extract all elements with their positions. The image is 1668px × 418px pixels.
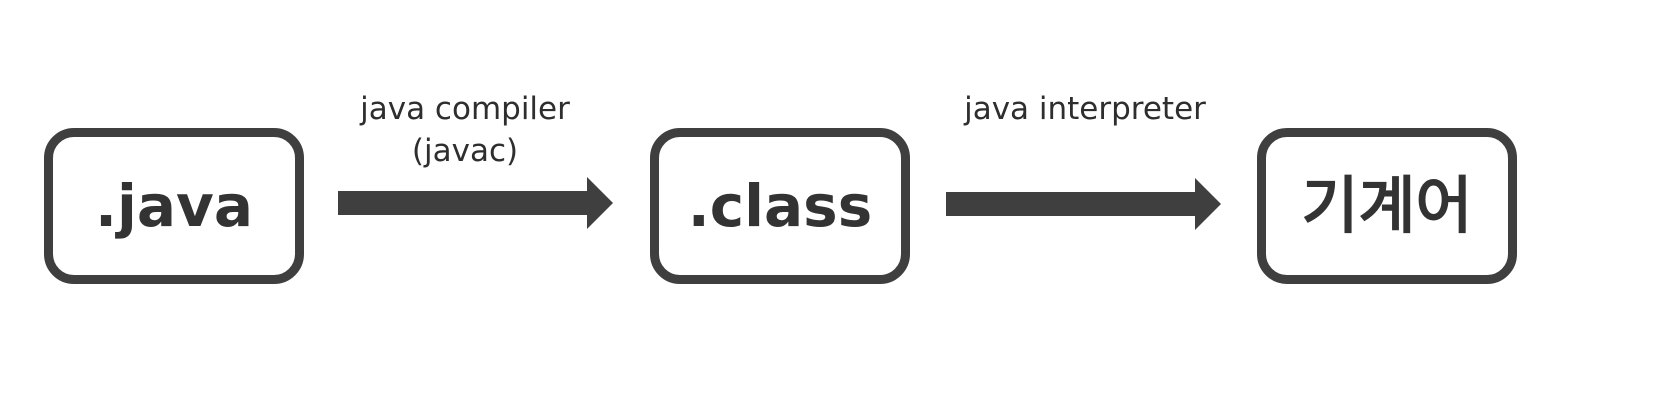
class-file-label: .class (687, 172, 873, 240)
java-source-label: .java (95, 172, 253, 240)
right-arrow-icon (946, 178, 1221, 230)
java-source-node: .java (44, 128, 304, 284)
interpreter-edge-label-line-1: java interpreter (964, 91, 1206, 127)
compiler-edge-label-line-1: java compiler (360, 91, 570, 127)
interpreter-edge-label: java interpreter (940, 88, 1230, 130)
compiler-edge-label-line-2: (javac) (411, 133, 519, 169)
right-arrow-icon (338, 177, 613, 229)
class-file-node: .class (650, 128, 910, 284)
machine-code-node: 기계어 (1257, 128, 1517, 284)
compile-arrow (338, 177, 613, 235)
compiler-edge-label: java compiler (javac) (340, 88, 590, 172)
interpret-arrow (946, 178, 1221, 236)
machine-code-label: 기계어 (1301, 169, 1473, 242)
